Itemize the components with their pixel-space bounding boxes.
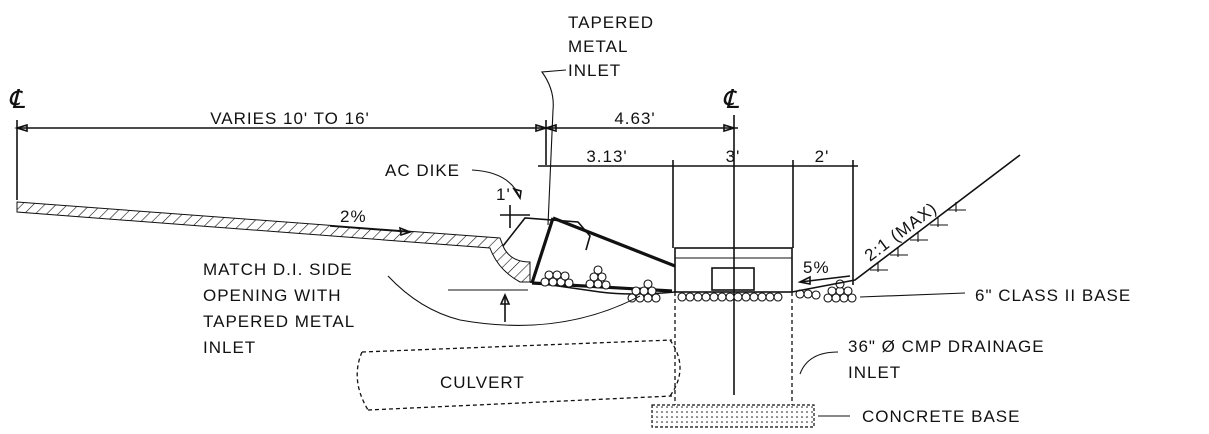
cmp-leader — [799, 351, 839, 375]
centerline-left-symbol: ℄ — [8, 85, 26, 114]
class-ii-base-gravel — [540, 265, 857, 303]
tapered-inlet-leader — [540, 69, 567, 226]
ground-line-left — [529, 281, 676, 295]
match-di-label-1: MATCH D.I. SIDE — [203, 260, 353, 279]
cmp-label-2: INLET — [848, 363, 901, 382]
dimension-2: 2' — [815, 147, 830, 166]
dimension-3-13: 3.13' — [586, 147, 627, 166]
match-di-label-2: OPENING WITH — [203, 286, 342, 305]
inlet-grate — [711, 267, 755, 291]
ac-dike — [502, 217, 591, 251]
cmp-label-1: 36" Ø CMP DRAINAGE — [848, 337, 1045, 356]
slope-5-percent: 5% — [803, 258, 830, 277]
tapered-metal-inlet-label-3: INLET — [568, 61, 621, 80]
dimension-1-ft: 1' — [496, 185, 511, 204]
varies-dimension: VARIES 10' TO 16' — [210, 109, 370, 128]
match-di-label-4: INLET — [203, 338, 256, 357]
centerline-right-symbol: ℄ — [722, 85, 740, 114]
culvert — [356, 339, 681, 411]
match-di-arrow-head — [499, 293, 511, 305]
dimension-4-63: 4.63' — [614, 109, 655, 128]
ground-line-right — [791, 154, 1021, 293]
cmp-drainage-inlet — [674, 292, 793, 405]
slope-2-arrow — [329, 225, 413, 237]
ac-dike-leader-arrow — [512, 187, 522, 201]
slope-hatching — [870, 202, 966, 272]
slope-5-arrow — [797, 275, 851, 285]
ac-dike-label: AC DIKE — [385, 161, 460, 180]
match-di-leader — [387, 275, 641, 326]
class-ii-base-label: 6" CLASS II BASE — [975, 286, 1131, 305]
tapered-metal-inlet-label-2: METAL — [568, 37, 628, 56]
tapered-metal-inlet-label-1: TAPERED — [568, 13, 654, 32]
concrete-base — [651, 404, 815, 428]
match-di-label-3: TAPERED METAL — [203, 312, 355, 331]
top-dimension-arrows — [14, 123, 737, 133]
class-ii-base-leader — [859, 292, 966, 298]
slope-2-percent: 2% — [340, 207, 367, 226]
culvert-label: CULVERT — [440, 373, 525, 392]
concrete-base-label: CONCRETE BASE — [862, 407, 1020, 426]
drainage-inlet-box — [674, 247, 793, 293]
dimension-3: 3' — [726, 147, 741, 166]
